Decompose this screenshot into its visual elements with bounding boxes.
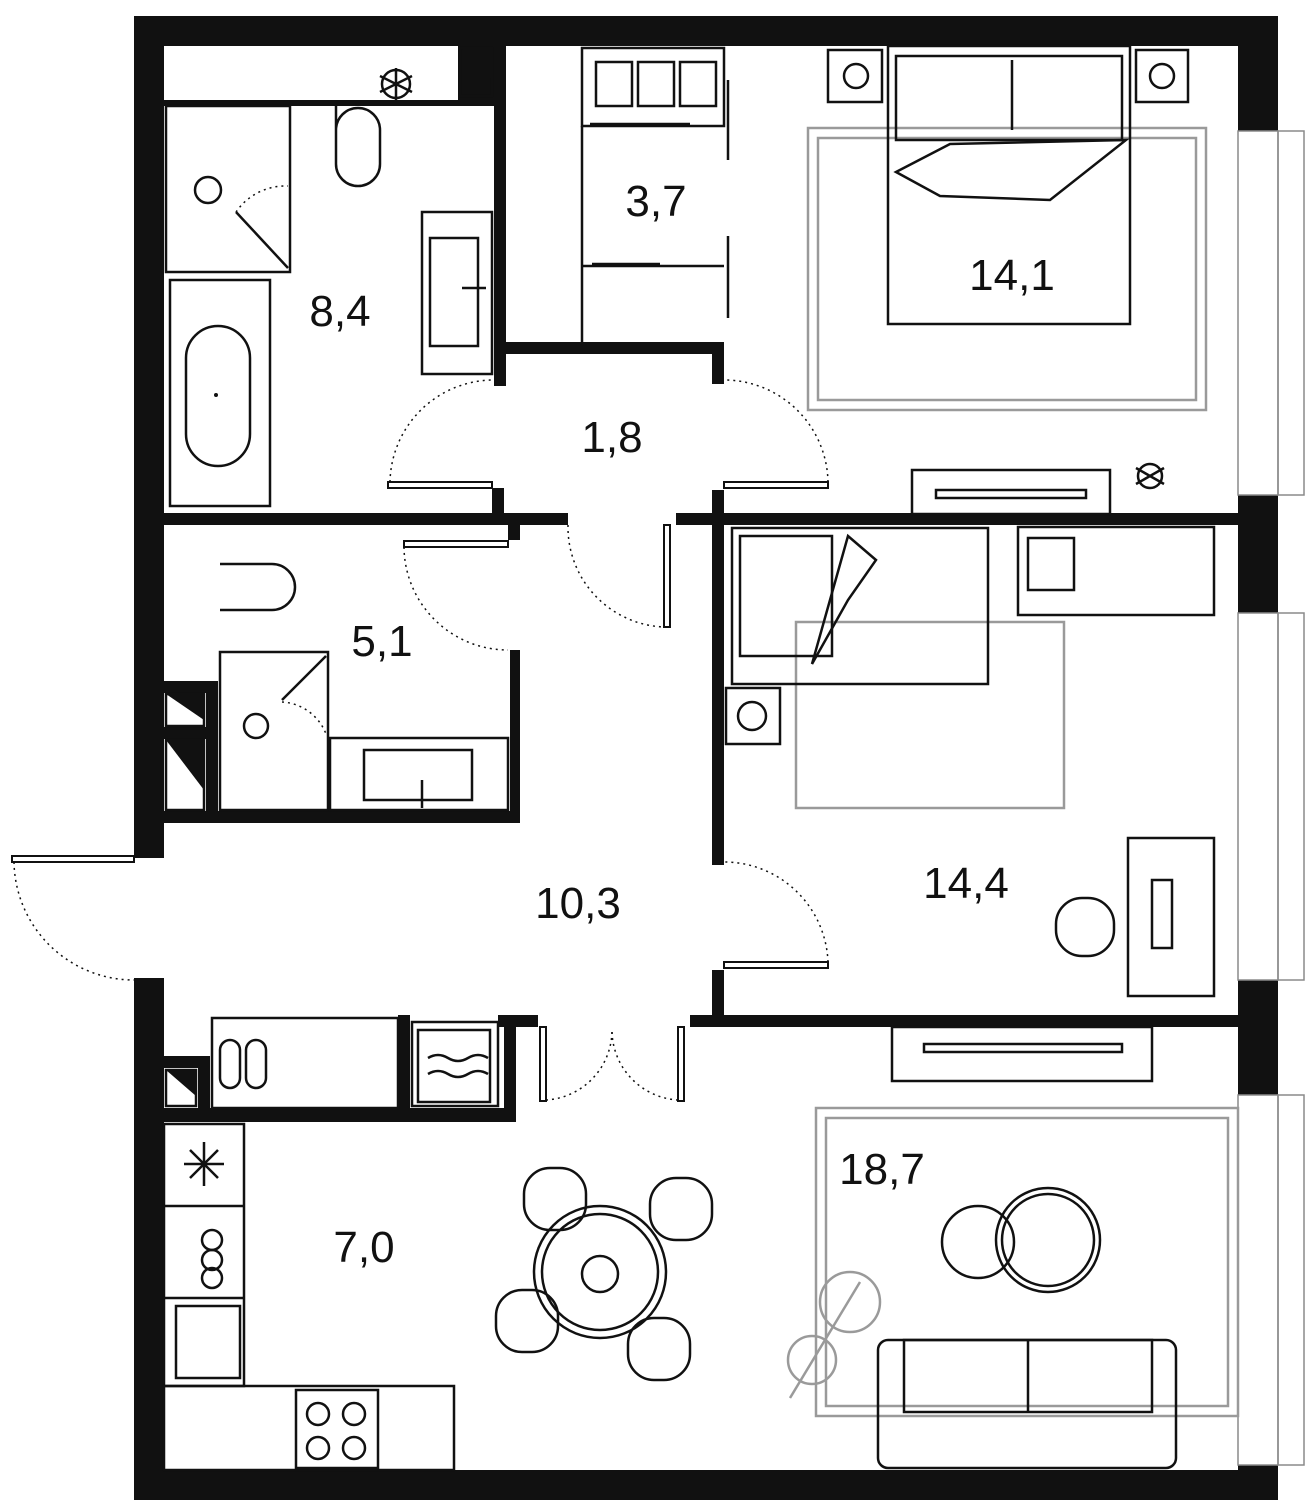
area-label-bathroom-main: 8,4 — [309, 287, 370, 336]
snowflake-icon — [184, 1142, 224, 1186]
area-label-living-room: 18,7 — [839, 1145, 925, 1194]
second-bedroom-furniture — [724, 525, 1216, 998]
wardrobe-furniture — [580, 46, 730, 342]
interior-walls — [164, 46, 1238, 1122]
main-bath-fixtures — [164, 68, 494, 508]
area-label-bedroom-master: 14,1 — [969, 251, 1055, 300]
area-label-bedroom-second: 14,4 — [923, 859, 1009, 908]
area-label-corridor: 1,8 — [581, 413, 642, 462]
hall-closet-furniture — [210, 1016, 500, 1110]
plant-icon — [1135, 462, 1165, 490]
master-bedroom-furniture — [806, 44, 1208, 516]
kitchen-furniture — [162, 1122, 714, 1472]
area-label-wardrobe: 3,7 — [625, 177, 686, 226]
area-labels: 8,4 3,7 14,1 1,8 5,1 10,3 14,4 7,0 18,7 — [309, 177, 1054, 1272]
guest-bath-fixtures — [218, 562, 510, 812]
exterior-walls — [134, 16, 1278, 1500]
plant-icon — [379, 68, 413, 100]
area-label-kitchen: 7,0 — [333, 1223, 394, 1272]
service-shafts — [164, 46, 494, 1108]
area-label-hallway: 10,3 — [535, 879, 621, 928]
area-label-bathroom-guest: 5,1 — [351, 617, 412, 666]
shirt-icon — [594, 60, 718, 108]
living-room-furniture — [786, 1025, 1240, 1470]
doors — [11, 379, 829, 1102]
windows — [1237, 130, 1305, 1466]
